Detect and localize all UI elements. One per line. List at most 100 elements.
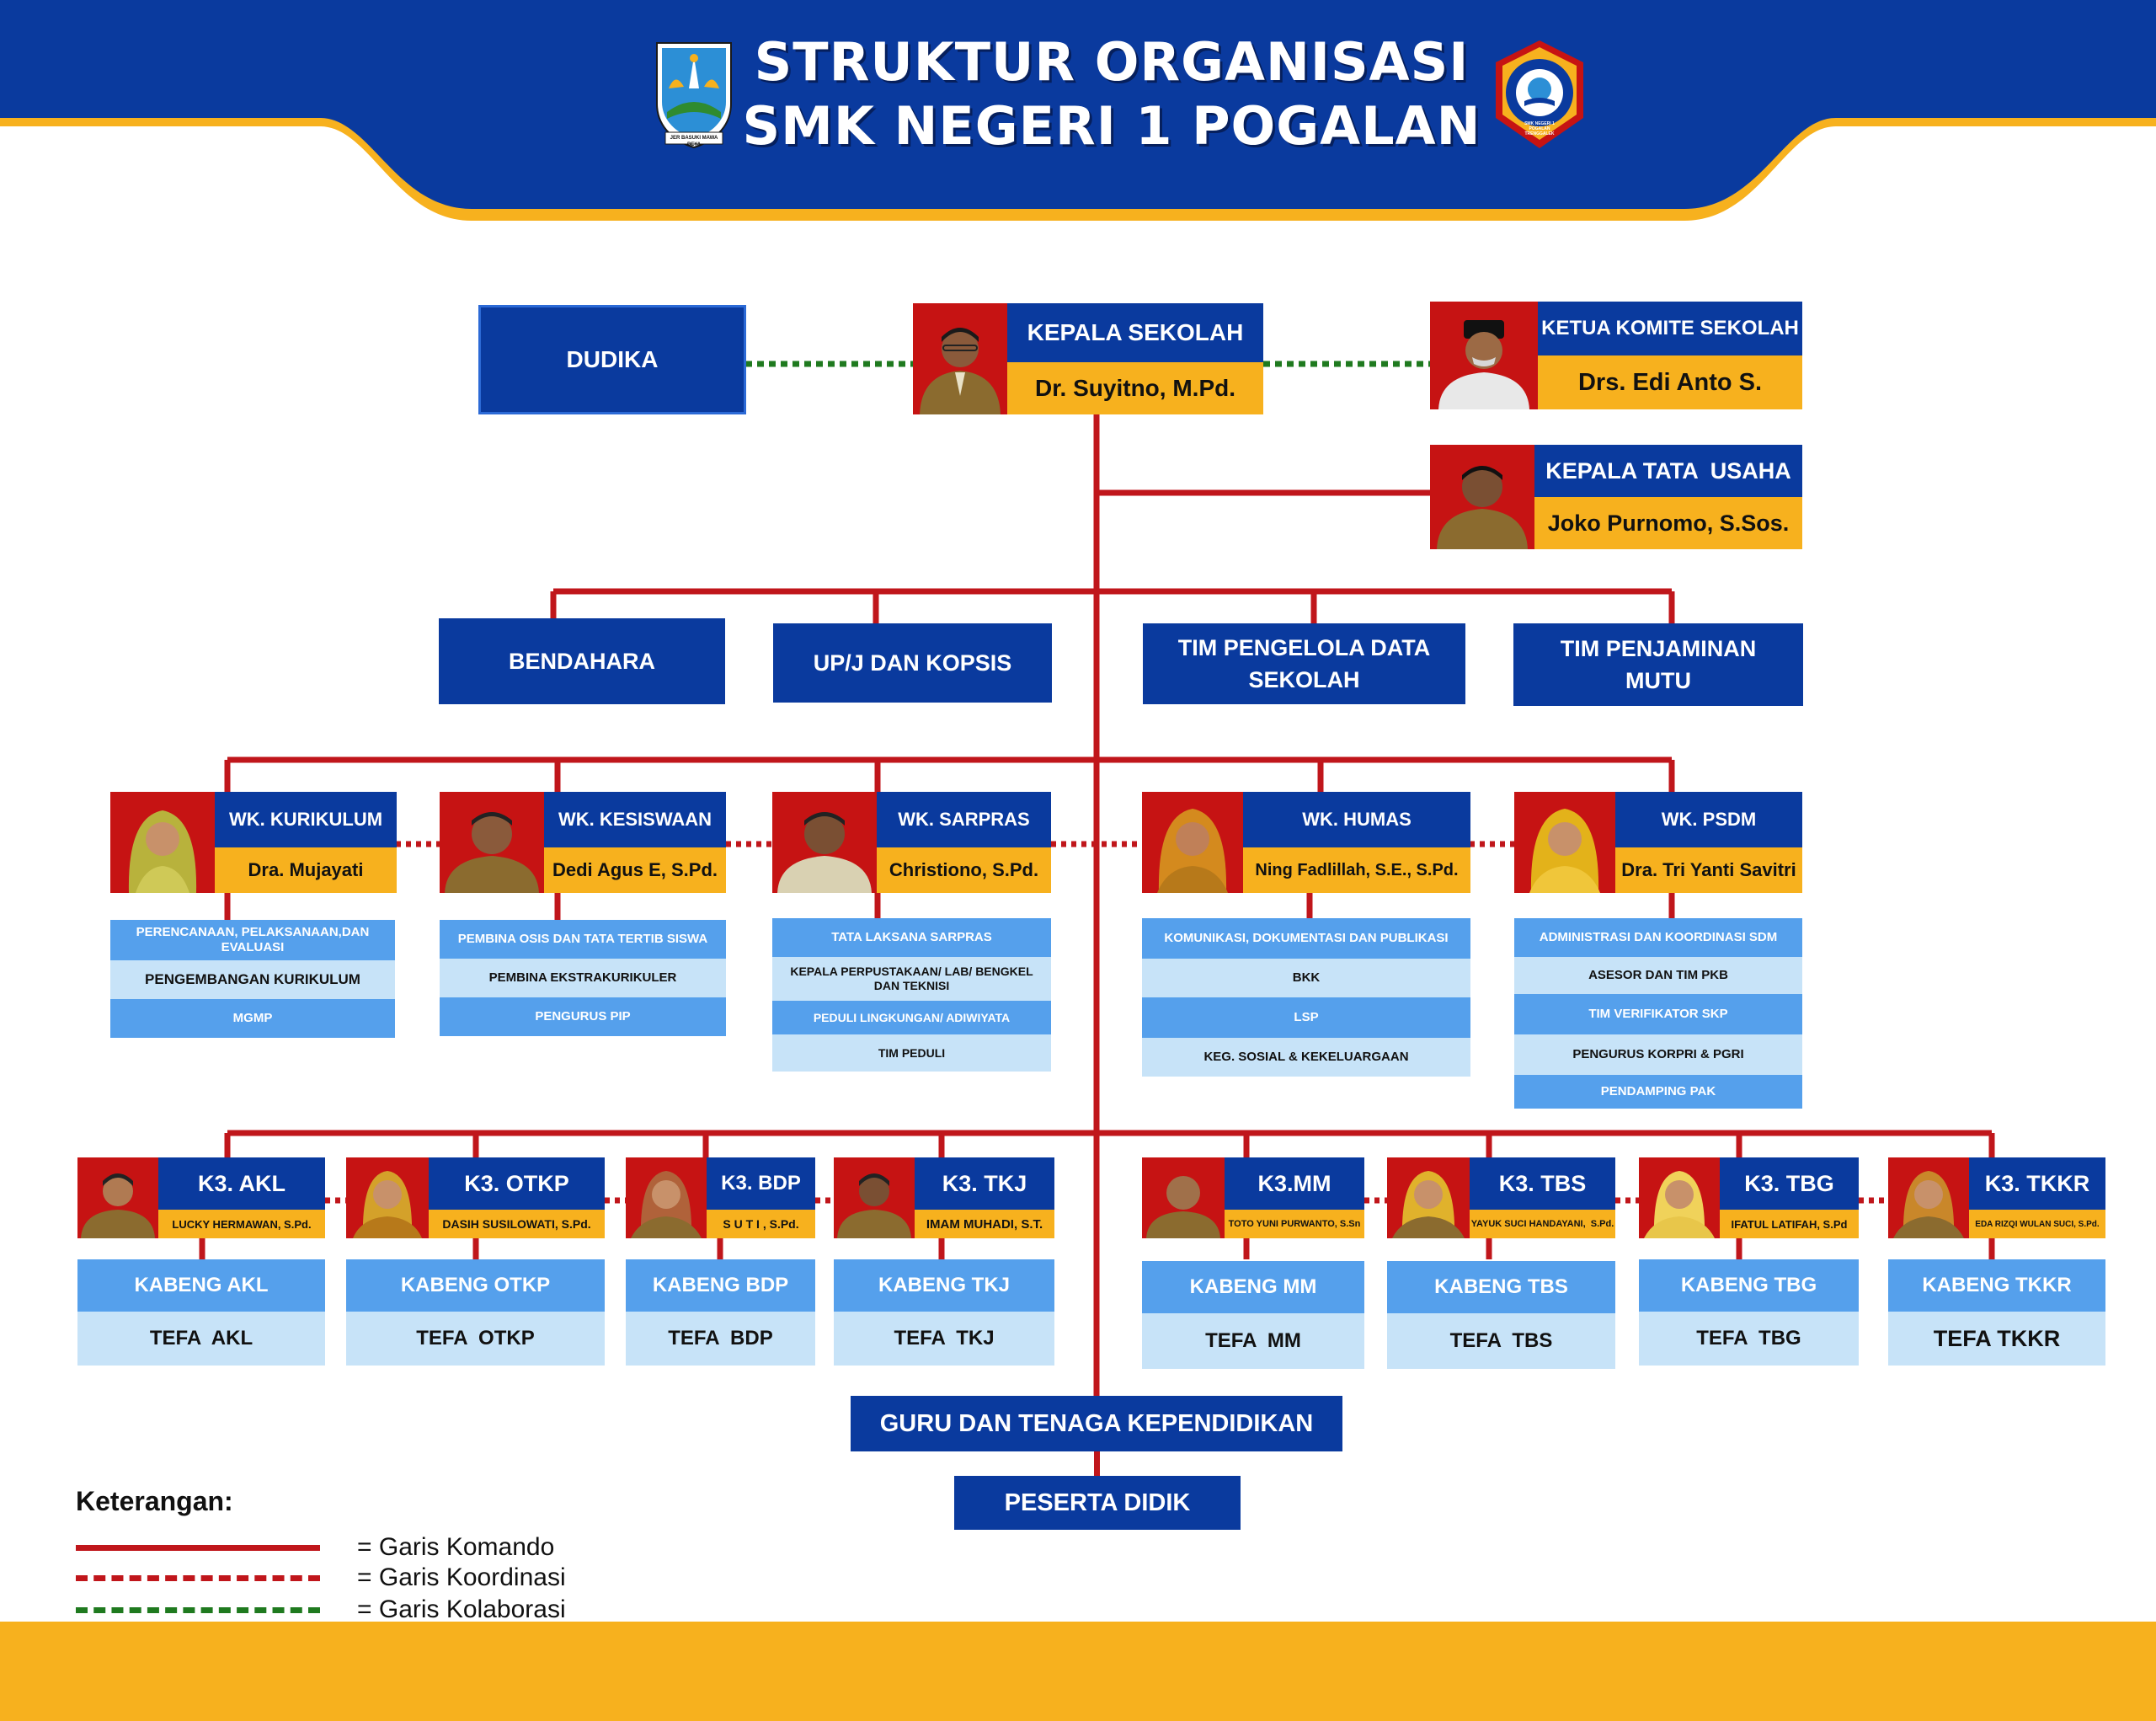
task-item: TATA LAKSANA SARPRAS	[772, 918, 1051, 957]
k3-tkj-units: KABENG TKJ TEFA TKJ	[834, 1259, 1054, 1366]
page-title-line1: STRUKTUR ORGANISASI	[754, 31, 1470, 93]
wk-kurikulum-photo	[110, 792, 215, 893]
dudika-box: DUDIKA	[478, 305, 746, 414]
kepsek-name: Dr. Suyitno, M.Pd.	[1007, 362, 1263, 414]
kepsek-photo	[913, 303, 1007, 414]
card-wk-sarpras: WK. SARPRAS Christiono, S.Pd.	[772, 792, 1051, 893]
task-item: PENDAMPING PAK	[1514, 1075, 1802, 1109]
unit-label: UP/J DAN KOPSIS	[813, 649, 1012, 676]
k3-tkj-name: IMAM MUHADI, S.T.	[915, 1210, 1054, 1238]
east-java-logo: JER BASUKI MAWA BEYA	[650, 38, 738, 151]
kabeng-otkp: KABENG OTKP	[346, 1259, 605, 1312]
task-item: PENGURUS PIP	[440, 997, 726, 1036]
command-lines	[199, 414, 1995, 1398]
k3-akl-name: LUCKY HERMAWAN, S.Pd.	[158, 1210, 325, 1238]
card-k3-tbs: K3. TBS YAYUK SUCI HANDAYANI, S.Pd.	[1387, 1157, 1615, 1238]
card-k3-tkkr: K3. TKKR EDA RIZQI WULAN SUCI, S.Pd.	[1888, 1157, 2105, 1238]
kabeng-tbg: KABENG TBG	[1639, 1259, 1859, 1312]
tefa-bdp: TEFA BDP	[626, 1312, 815, 1366]
school-logo-text: SMK NEGERI 1 POGALAN TRENGGALEK	[1524, 121, 1555, 136]
task-item: PEMBINA EKSTRAKURIKULER	[440, 959, 726, 997]
wk-kesiswaan-name: Dedi Agus E, S.Pd.	[544, 847, 726, 893]
wk-humas-name: Ning Fadlillah, S.E., S.Pd.	[1243, 847, 1470, 893]
card-wk-kesiswaan: WK. KESISWAAN Dedi Agus E, S.Pd.	[440, 792, 726, 893]
card-k3-mm: K3.MM TOTO YUNI PURWANTO, S.Sn	[1142, 1157, 1364, 1238]
komite-photo	[1430, 302, 1538, 409]
page-title-line2: SMK NEGERI 1 POGALAN	[742, 95, 1481, 157]
task-item: ADMINISTRASI DAN KOORDINASI SDM	[1514, 918, 1802, 957]
k3-bdp-title: K3. BDP	[707, 1157, 815, 1210]
card-k3-tkj: K3. TKJ IMAM MUHADI, S.T.	[834, 1157, 1054, 1238]
card-k3-tbg: K3. TBG IFATUL LATIFAH, S.Pd	[1639, 1157, 1859, 1238]
page-title: STRUKTUR ORGANISASI SMK NEGERI 1 POGALAN	[741, 30, 1482, 158]
task-item: KEG. SOSIAL & KEKELUARGAAN	[1142, 1038, 1470, 1077]
header-banner	[0, 0, 2156, 236]
wk-sarpras-tasks: TATA LAKSANA SARPRAS KEPALA PERPUSTAKAAN…	[772, 918, 1051, 1072]
legend: Keterangan: = Garis Komando = Garis Koor…	[76, 1486, 615, 1623]
card-ketua-komite: KETUA KOMITE SEKOLAH Drs. Edi Anto S.	[1430, 302, 1802, 409]
legend-item-kolaborasi: = Garis Kolaborasi	[76, 1595, 615, 1626]
k3-mm-units: KABENG MM TEFA MM	[1142, 1261, 1364, 1369]
wk-kesiswaan-photo	[440, 792, 544, 893]
kabeng-tkj: KABENG TKJ	[834, 1259, 1054, 1312]
unit-upj-kopsis: UP/J DAN KOPSIS	[773, 623, 1052, 703]
k3-tbs-name: YAYUK SUCI HANDAYANI, S.Pd.	[1470, 1210, 1615, 1238]
k3-tkkr-photo	[1888, 1157, 1969, 1238]
unit-label: BENDAHARA	[509, 648, 655, 674]
tefa-tkj: TEFA TKJ	[834, 1312, 1054, 1366]
k3-otkp-units: KABENG OTKP TEFA OTKP	[346, 1259, 605, 1366]
tu-title: KEPALA TATA USAHA	[1534, 445, 1802, 497]
legend-label: = Garis Komando	[357, 1533, 555, 1561]
k3-mm-photo	[1142, 1157, 1225, 1238]
k3-tbg-units: KABENG TBG TEFA TBG	[1639, 1259, 1859, 1366]
k3-tkkr-title: K3. TKKR	[1969, 1157, 2105, 1210]
task-item: ASESOR DAN TIM PKB	[1514, 957, 1802, 994]
task-item: PEDULI LINGKUNGAN/ ADIWIYATA	[772, 1001, 1051, 1034]
komite-name: Drs. Edi Anto S.	[1538, 355, 1802, 409]
tefa-akl: TEFA AKL	[77, 1312, 325, 1366]
k3-tbg-name: IFATUL LATIFAH, S.Pd	[1720, 1210, 1859, 1238]
card-kepala-sekolah: KEPALA SEKOLAH Dr. Suyitno, M.Pd.	[913, 303, 1263, 414]
tefa-tkkr: TEFA TKKR	[1888, 1312, 2105, 1366]
card-kepala-tata-usaha: KEPALA TATA USAHA Joko Purnomo, S.Sos.	[1430, 445, 1802, 549]
wk-kurikulum-tasks: PERENCANAAN, PELAKSANAAN,DAN EVALUASI PE…	[110, 920, 395, 1038]
tu-photo	[1430, 445, 1534, 549]
wk-psdm-tasks: ADMINISTRASI DAN KOORDINASI SDM ASESOR D…	[1514, 918, 1802, 1109]
k3-otkp-photo	[346, 1157, 429, 1238]
task-item: TIM VERIFIKATOR SKP	[1514, 994, 1802, 1034]
unit-bendahara: BENDAHARA	[439, 618, 725, 704]
legend-line-dotted-green	[76, 1607, 320, 1613]
kabeng-akl: KABENG AKL	[77, 1259, 325, 1312]
guru-to-siswa-line	[1094, 1451, 1100, 1477]
task-item: KEPALA PERPUSTAKAAN/ LAB/ BENGKEL DAN TE…	[772, 957, 1051, 1001]
k3-tbs-photo	[1387, 1157, 1470, 1238]
k3-tkj-photo	[834, 1157, 915, 1238]
unit-tim-penjaminan-mutu: TIM PENJAMINAN MUTU	[1513, 623, 1803, 706]
guru-tendik-label: GURU DAN TENAGA KEPENDIDIKAN	[879, 1409, 1314, 1437]
k3-otkp-title: K3. OTKP	[429, 1157, 605, 1210]
wk-humas-photo	[1142, 792, 1243, 893]
wk-kesiswaan-tasks: PEMBINA OSIS DAN TATA TERTIB SISWA PEMBI…	[440, 920, 726, 1036]
k3-bdp-units: KABENG BDP TEFA BDP	[626, 1259, 815, 1366]
legend-label: = Garis Kolaborasi	[357, 1595, 566, 1623]
k3-akl-photo	[77, 1157, 158, 1238]
school-logo: SMK NEGERI 1 POGALAN TRENGGALEK	[1482, 37, 1597, 152]
k3-mm-name: TOTO YUNI PURWANTO, S.Sn	[1225, 1210, 1364, 1238]
header-shape	[0, 0, 2156, 221]
wk-humas-tasks: KOMUNIKASI, DOKUMENTASI DAN PUBLIKASI BK…	[1142, 918, 1470, 1077]
k3-bdp-name: S U T I , S.Pd.	[707, 1210, 815, 1238]
unit-label: TIM PENJAMINAN MUTU	[1560, 636, 1757, 693]
komite-title: KETUA KOMITE SEKOLAH	[1538, 302, 1802, 355]
card-wk-humas: WK. HUMAS Ning Fadlillah, S.E., S.Pd.	[1142, 792, 1470, 893]
wk-sarpras-photo	[772, 792, 877, 893]
card-wk-psdm: WK. PSDM Dra. Tri Yanti Savitri	[1514, 792, 1802, 893]
east-java-logo-motto: JER BASUKI MAWA BEYA	[670, 136, 718, 147]
task-item: PENGEMBANGAN KURIKULUM	[110, 960, 395, 999]
legend-title: Keterangan:	[76, 1486, 233, 1516]
wk-kurikulum-name: Dra. Mujayati	[215, 847, 397, 893]
task-item: PENGURUS KORPRI & PGRI	[1514, 1034, 1802, 1075]
k3-tkj-title: K3. TKJ	[915, 1157, 1054, 1210]
legend-line-solid-red	[76, 1545, 320, 1551]
wk-psdm-title: WK. PSDM	[1615, 792, 1802, 847]
card-wk-kurikulum: WK. KURIKULUM Dra. Mujayati	[110, 792, 397, 893]
